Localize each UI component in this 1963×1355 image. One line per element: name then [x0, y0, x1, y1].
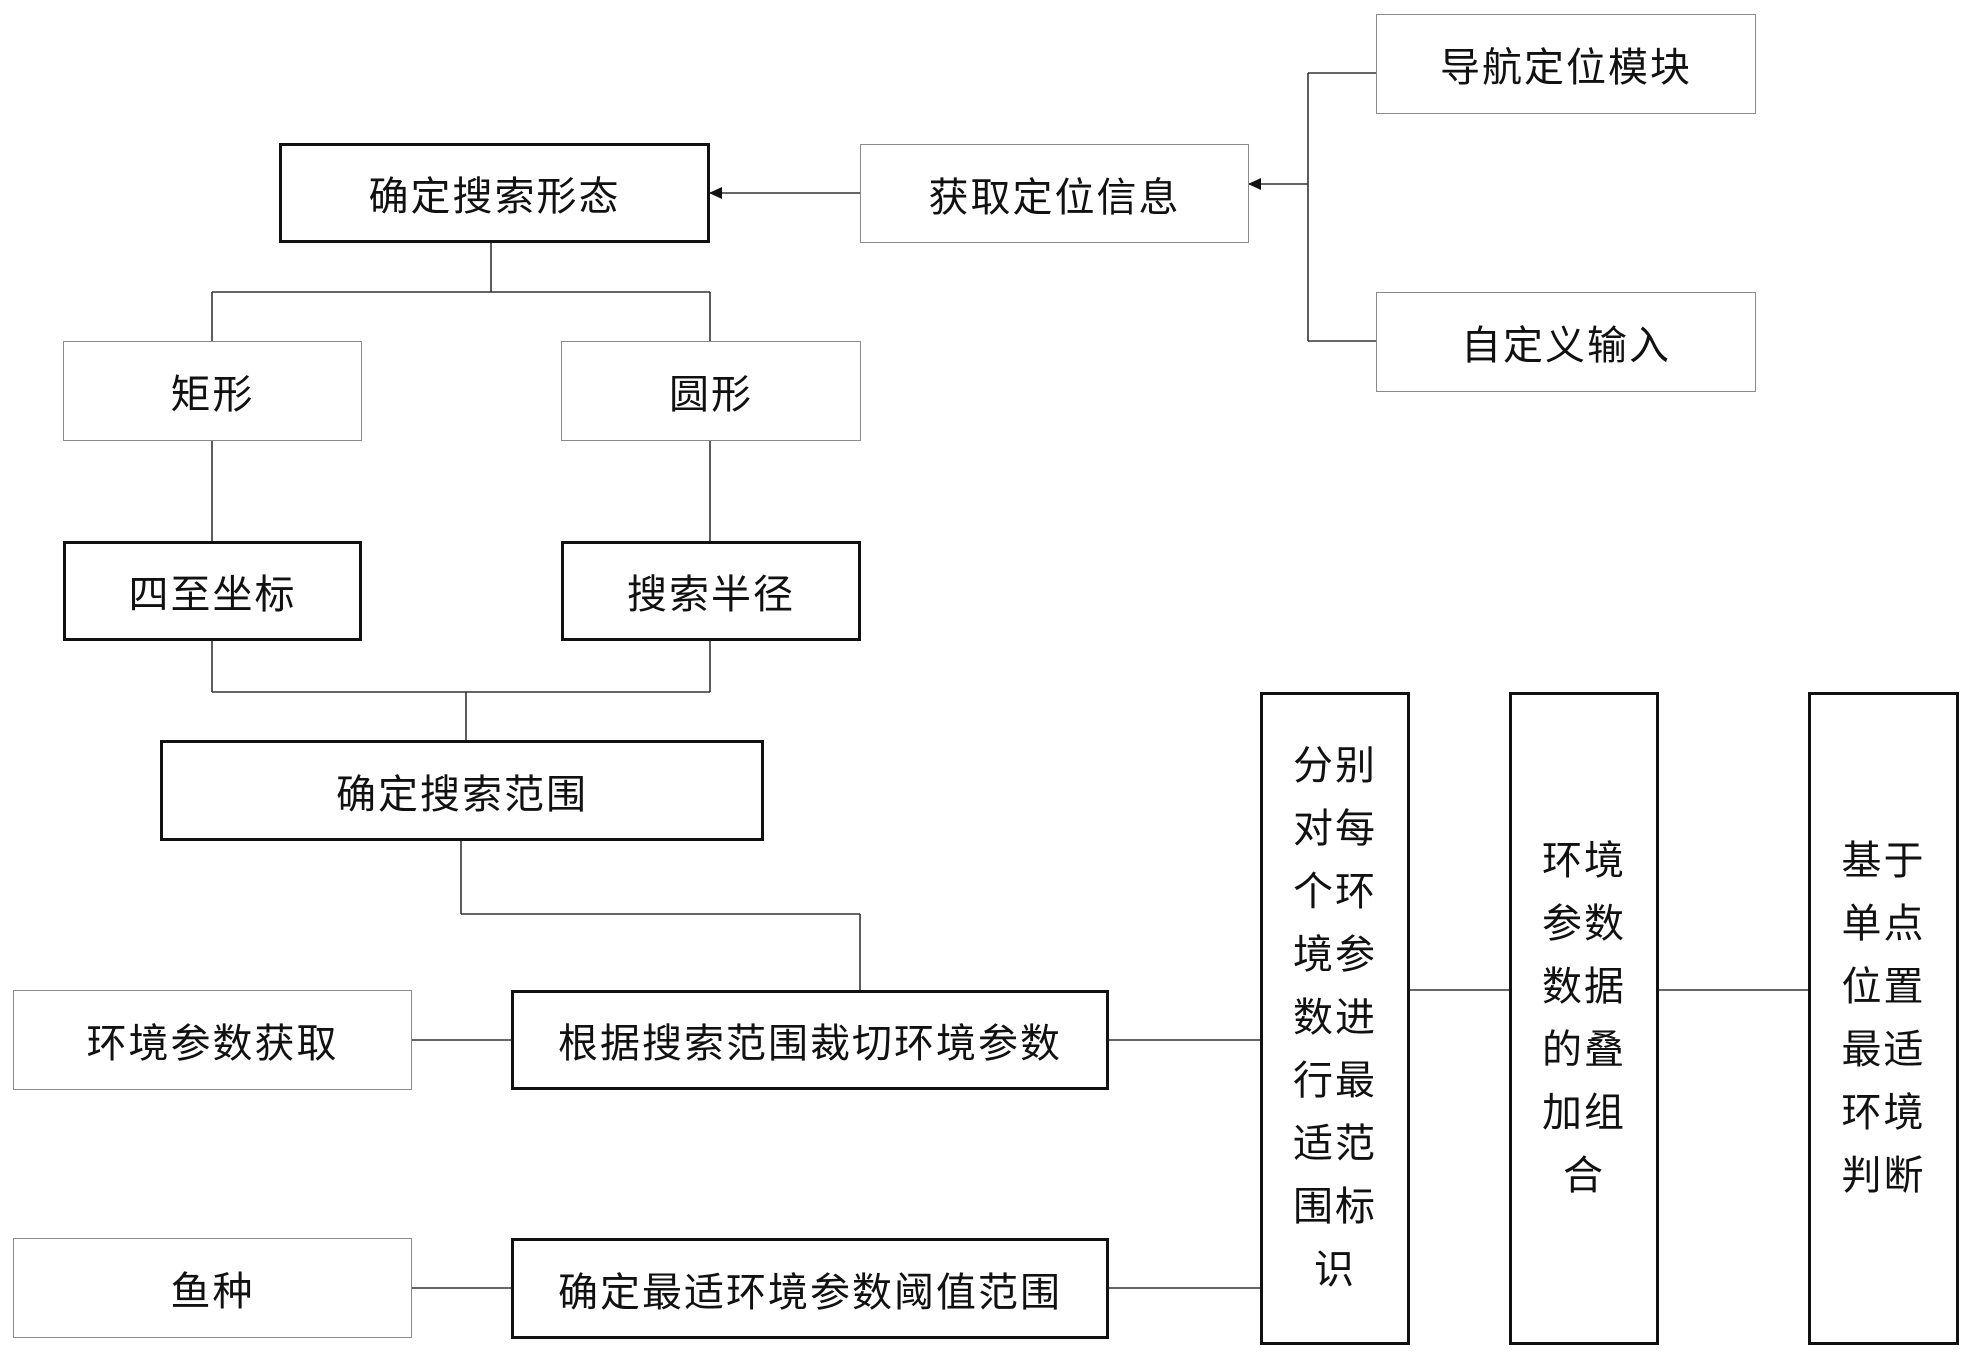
search-radius-box: 搜索半径: [561, 541, 861, 641]
env-param-get-label: 环境参数获取: [86, 1021, 339, 1067]
custom-input-box: 自定义输入: [1376, 292, 1756, 392]
rectangle-label: 矩形: [170, 372, 255, 418]
circle-box: 圆形: [561, 341, 861, 441]
search-range-box: 确定搜索范围: [160, 740, 764, 841]
nav-module-label: 导航定位模块: [1440, 45, 1692, 91]
optimal-threshold-box: 确定最适环境参数阈值范围: [511, 1238, 1109, 1339]
four-corners-label: 四至坐标: [128, 572, 297, 618]
clip-env-label: 根据搜索范围裁切环境参数: [558, 1021, 1062, 1067]
circle-label: 圆形: [669, 372, 753, 418]
search-shape-label: 确定搜索形态: [368, 174, 621, 220]
mark-each-box: 分别 对每 个环 境参 数进 行最 适范 围标 识: [1260, 692, 1410, 1345]
get-position-box: 获取定位信息: [860, 144, 1249, 243]
overlay-box: 环境 参数 数据 的叠 加组 合: [1509, 692, 1659, 1345]
overlay-label: 环境 参数 数据 的叠 加组 合: [1542, 837, 1626, 1199]
optimal-threshold-label: 确定最适环境参数阈值范围: [558, 1269, 1062, 1316]
get-position-label: 获取定位信息: [928, 174, 1181, 221]
custom-input-label: 自定义输入: [1461, 323, 1671, 369]
clip-env-box: 根据搜索范围裁切环境参数: [511, 990, 1109, 1090]
mark-each-label: 分别 对每 个环 境参 数进 行最 适范 围标 识: [1293, 743, 1377, 1293]
judge-box: 基于 单点 位置 最适 环境 判断: [1808, 692, 1959, 1345]
fish-species-label: 鱼种: [170, 1269, 255, 1315]
fish-species-box: 鱼种: [13, 1238, 412, 1338]
judge-label: 基于 单点 位置 最适 环境 判断: [1841, 837, 1926, 1199]
rectangle-box: 矩形: [63, 341, 362, 441]
search-range-label: 确定搜索范围: [336, 771, 588, 818]
env-param-get-box: 环境参数获取: [13, 990, 412, 1090]
search-radius-label: 搜索半径: [627, 572, 795, 618]
four-corners-box: 四至坐标: [63, 541, 362, 641]
search-shape-box: 确定搜索形态: [279, 143, 710, 243]
nav-module-box: 导航定位模块: [1376, 14, 1756, 114]
